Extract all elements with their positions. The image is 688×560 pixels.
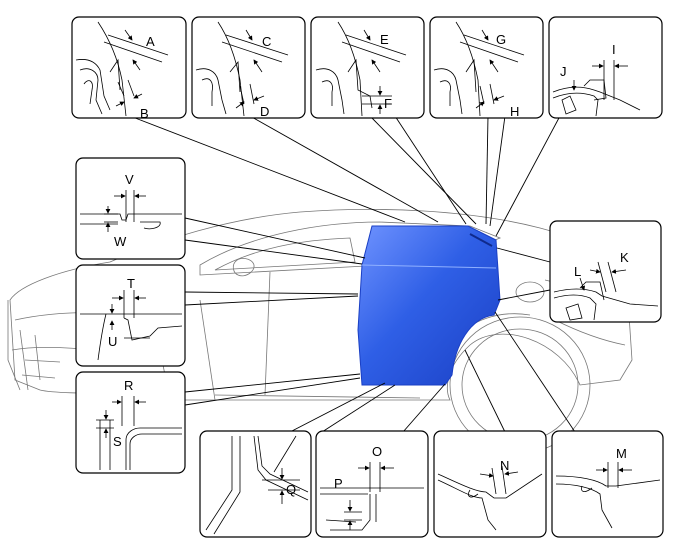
callout-j: J (560, 64, 567, 79)
panel-gh: G H (429, 16, 544, 119)
callout-m: M (616, 446, 627, 461)
callout-i: I (612, 42, 616, 57)
callout-f: F (384, 96, 392, 111)
panel-ij: I J (548, 16, 663, 119)
callout-s: S (113, 434, 122, 449)
panel-q: Q (199, 430, 312, 538)
panel-cd: C D (191, 16, 306, 119)
callout-q: Q (286, 482, 296, 497)
callout-g: G (496, 32, 506, 47)
callout-w: W (114, 234, 127, 249)
panel-ab: A B (71, 16, 187, 121)
panel-m: M (551, 430, 664, 538)
callout-k: K (620, 250, 629, 265)
panel-op: O P (315, 430, 429, 538)
panel-kl: K L (549, 220, 662, 323)
callout-r: R (124, 378, 133, 393)
callout-t: T (127, 276, 135, 291)
callout-v: V (125, 172, 134, 187)
panel-n: N (433, 430, 547, 538)
callout-d: D (260, 104, 269, 119)
callout-u: U (108, 334, 117, 349)
callout-h: H (510, 104, 519, 119)
panel-vw: V W (75, 157, 186, 260)
callout-n: N (500, 458, 509, 473)
callout-b: B (140, 106, 149, 121)
leader-lines (129, 115, 576, 433)
panel-tu: T U (75, 264, 186, 367)
callout-a: A (146, 34, 155, 49)
rear-door-highlight (357, 225, 501, 386)
panel-ef: E F (310, 16, 425, 119)
callout-p: P (334, 476, 343, 491)
callout-e: E (380, 32, 389, 47)
callout-c: C (262, 34, 271, 49)
callout-l: L (574, 264, 581, 279)
callout-o: O (372, 444, 382, 459)
panel-rs: R S (75, 371, 186, 474)
